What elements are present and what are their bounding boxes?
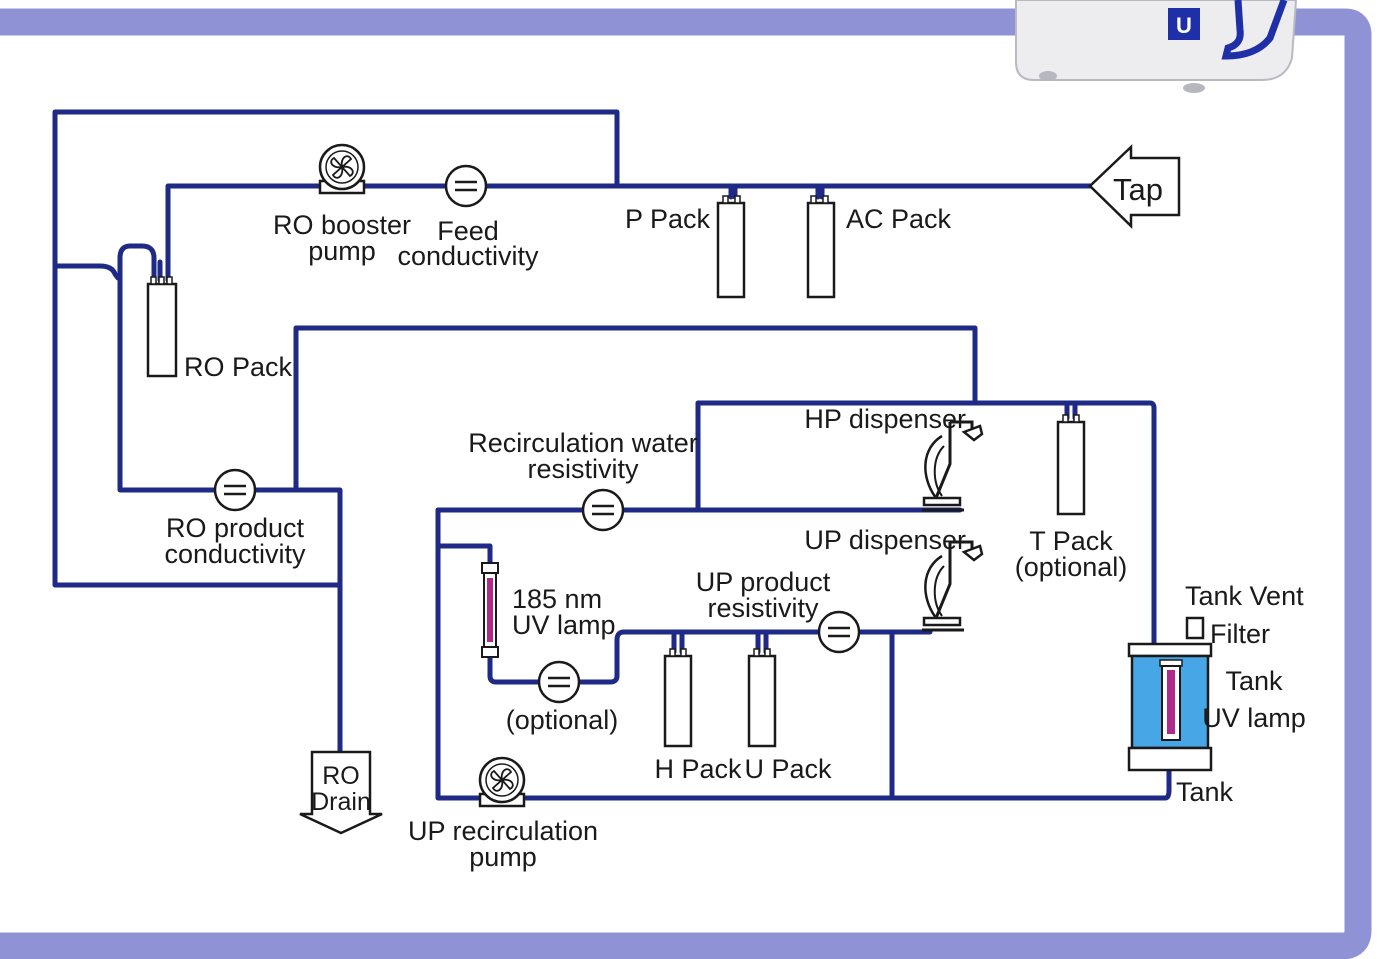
hp-dispenser-icon xyxy=(920,420,984,512)
ro-pack-label: RO Pack xyxy=(184,352,293,382)
up-dispenser-label: UP dispenser xyxy=(804,525,966,555)
pipe-network xyxy=(52,109,1172,801)
u-pack-label: U Pack xyxy=(744,754,832,784)
uv185-label-2: UV lamp xyxy=(512,610,616,640)
ro-product-conductivity-sensor-icon xyxy=(213,468,257,512)
ro-pack xyxy=(146,276,178,378)
ro-product-label-1: RO product xyxy=(166,513,305,543)
h-pack-label: H Pack xyxy=(654,754,742,784)
tank xyxy=(1127,616,1213,772)
frame-border xyxy=(0,8,1372,959)
up-product-label-1: UP product xyxy=(696,567,831,597)
t-pack-label-2: (optional) xyxy=(1015,552,1128,582)
ac-pack xyxy=(806,195,836,299)
tank-label: Tank xyxy=(1176,777,1234,807)
up-product-resistivity-sensor-icon xyxy=(817,610,861,654)
uv-lamp-185nm xyxy=(481,562,499,658)
instrument-picture: U xyxy=(1015,0,1298,93)
tank-vent-label-2: Filter xyxy=(1210,619,1270,649)
t-pack-label-1: T Pack xyxy=(1029,526,1113,556)
feed-label-2: conductivity xyxy=(397,241,539,271)
feed-conductivity-sensor-icon xyxy=(444,164,488,208)
unit-badge xyxy=(1168,8,1200,40)
ro-drain-label-2: Drain xyxy=(311,788,371,816)
tank-vent-label-1: Tank Vent xyxy=(1185,581,1304,611)
t-pack xyxy=(1056,414,1086,516)
recirc-label-2: resistivity xyxy=(527,454,639,484)
up-dispenser-icon xyxy=(920,540,984,632)
tap-inlet: Tap xyxy=(1088,144,1181,229)
up-recirculation-pump-icon xyxy=(478,756,526,808)
tank-uv-label-2: UV lamp xyxy=(1202,703,1306,733)
recirc-label-1: Recirculation water xyxy=(468,428,698,458)
h-pack xyxy=(663,648,693,748)
ro-booster-label-1: RO booster xyxy=(273,210,411,240)
unit-badge-letter: U xyxy=(1176,13,1192,38)
up-recirc-label-1: UP recirculation xyxy=(408,816,598,846)
tap-label: Tap xyxy=(1113,172,1163,207)
up-product-label-2: resistivity xyxy=(707,593,819,623)
u-pack xyxy=(747,648,777,748)
optional-sensor-label: (optional) xyxy=(506,705,619,735)
ro-product-label-2: conductivity xyxy=(164,539,306,569)
recirculation-resistivity-sensor-icon xyxy=(581,488,625,532)
optional-sensor-icon xyxy=(537,660,581,704)
tank-uv-label-1: Tank xyxy=(1225,666,1283,696)
up-recirc-label-2: pump xyxy=(469,842,537,872)
uv185-label-1: 185 nm xyxy=(512,584,602,614)
hp-dispenser-label: HP dispenser xyxy=(804,404,966,434)
p-pack xyxy=(716,195,746,299)
p-pack-label: P Pack xyxy=(625,204,711,234)
feed-label-1: Feed xyxy=(437,216,499,246)
ro-drain-label-1: RO xyxy=(322,762,360,790)
ro-drain-outlet: RO Drain xyxy=(299,750,383,835)
ro-booster-label-2: pump xyxy=(308,236,376,266)
ac-pack-label: AC Pack xyxy=(846,204,952,234)
ro-booster-pump-icon xyxy=(318,143,366,195)
